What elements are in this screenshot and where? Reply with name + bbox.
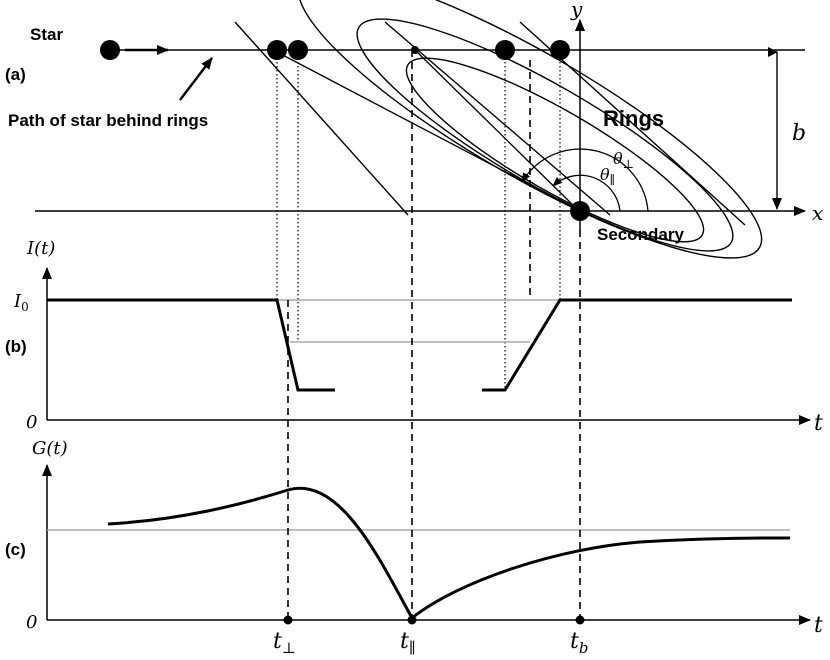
secondary-label: Secondary <box>597 225 684 244</box>
panel-c: (c) G(t) 0 t <box>5 438 823 638</box>
b-x-label: t <box>814 411 823 436</box>
c-x-label: t <box>814 613 823 638</box>
panel-a: (a) Star Path of star behind rings Rings… <box>5 0 823 259</box>
t-par-label: t∥ <box>400 629 416 657</box>
t-b-label: tb <box>570 629 588 657</box>
b-zero-tick: 0 <box>26 412 37 433</box>
theta-par-arc <box>552 174 621 212</box>
t-perp-dot <box>283 615 293 625</box>
t-par-dot <box>407 615 417 625</box>
secondary-dot <box>570 201 590 221</box>
panel-b: (b) I(t) I0 0 t <box>5 238 823 436</box>
impact-parameter-label: b <box>792 121 806 146</box>
perp-ray <box>276 51 579 211</box>
star-label: Star <box>30 25 63 44</box>
time-ticks: t⊥ t∥ tb <box>273 615 588 657</box>
theta-par-label: θ∥ <box>600 165 615 187</box>
rings-label: Rings <box>603 106 664 131</box>
t-b-dot <box>575 615 585 625</box>
i0-tick: I0 <box>13 291 29 314</box>
panel-b-label: (b) <box>5 337 27 356</box>
ring-line-2 <box>384 21 611 216</box>
par-ray <box>414 49 579 211</box>
x-axis-label: x <box>812 201 823 225</box>
star-position-par <box>411 46 419 54</box>
star-dot <box>100 40 120 60</box>
projection-lines <box>276 50 561 390</box>
intensity-curve-left <box>47 298 335 392</box>
time-guides <box>287 50 581 620</box>
panel-a-label: (a) <box>5 65 26 84</box>
g-curve-left <box>107 486 414 619</box>
path-pointer-arrow <box>179 57 213 101</box>
c-zero-tick: 0 <box>26 612 37 633</box>
inner-ring <box>405 57 705 243</box>
panel-c-label: (c) <box>5 540 26 559</box>
theta-perp-label: θ⊥ <box>613 149 634 171</box>
intensity-curve-right <box>482 298 792 392</box>
y-axis-label: y <box>570 0 583 21</box>
ring-line-1 <box>234 21 409 216</box>
t-perp-label: t⊥ <box>273 629 296 657</box>
g-curve-right <box>411 536 791 620</box>
path-label: Path of star behind rings <box>8 111 208 130</box>
middle-ring <box>356 18 734 252</box>
b-y-label: I(t) <box>26 238 55 259</box>
c-y-label: G(t) <box>32 438 68 459</box>
theta-perp-arc <box>521 148 649 212</box>
